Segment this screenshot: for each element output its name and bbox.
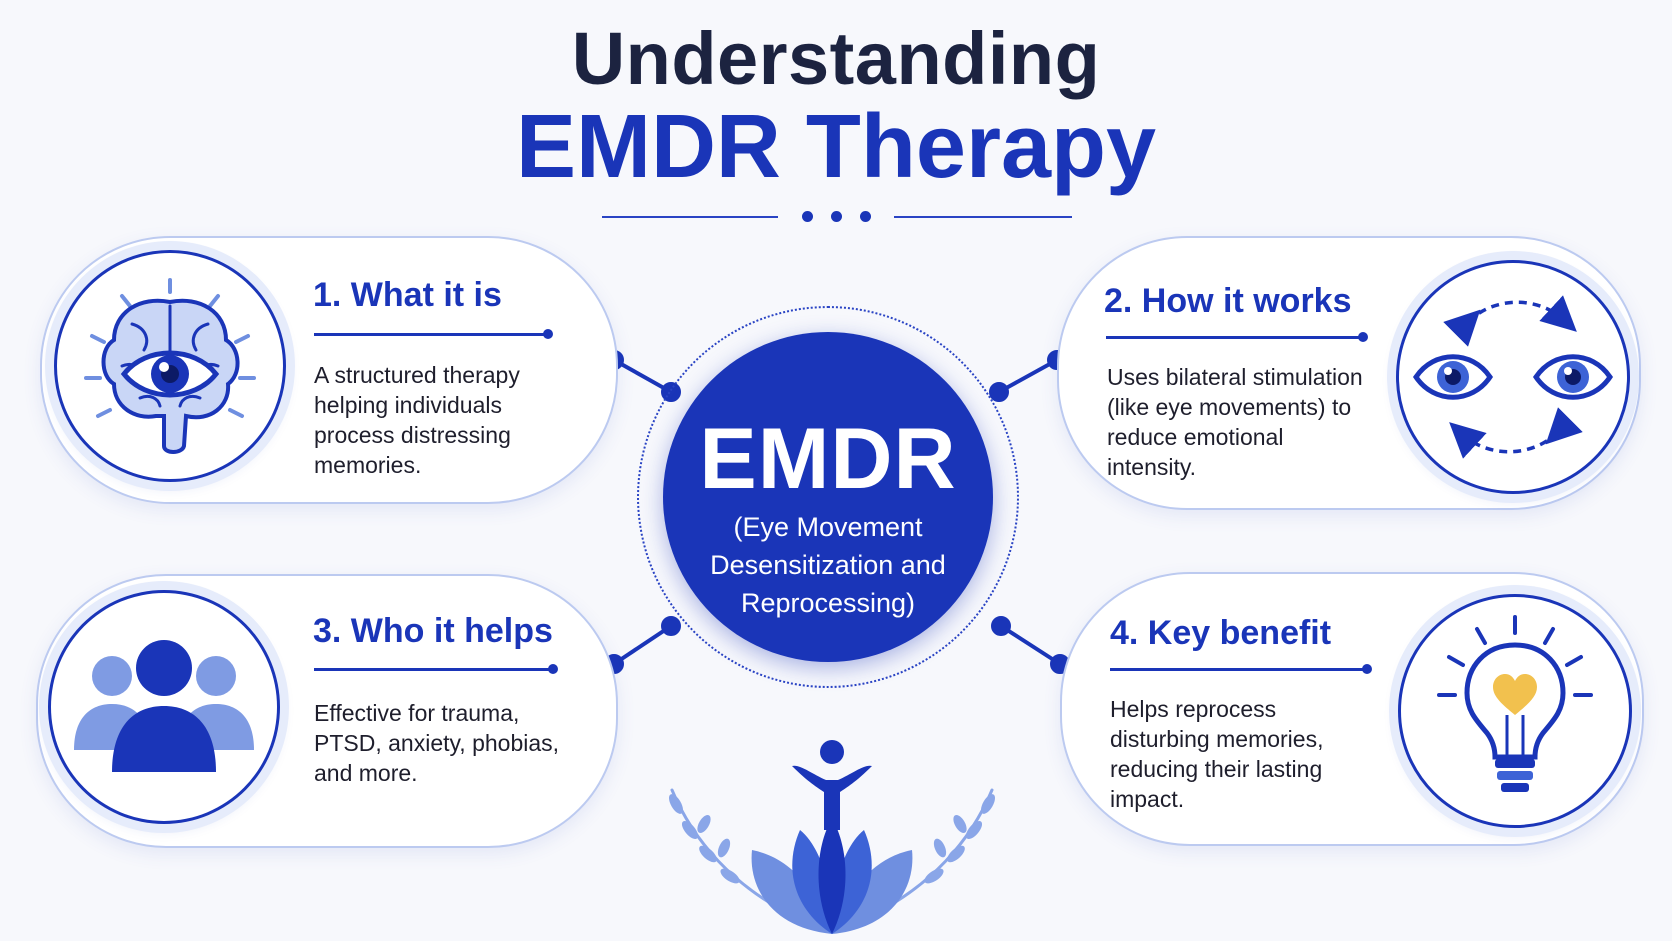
- card-4-rule-dot: [1362, 664, 1372, 674]
- card-4-icon-circle: [1398, 594, 1632, 828]
- card-2-rule: [1106, 336, 1362, 339]
- card-1-rule: [314, 333, 546, 336]
- card-3-rule-dot: [548, 664, 558, 674]
- title-divider-dot: [802, 211, 813, 222]
- card-2-title: 2. How it works: [1104, 282, 1352, 320]
- title-line-1: Understanding: [571, 17, 1101, 100]
- lotus-figure-icon: [669, 740, 995, 934]
- card-3-title: 3. Who it helps: [313, 612, 553, 650]
- card-3-rule: [314, 668, 550, 671]
- center-dotted-ring: [637, 306, 1019, 688]
- people-group-icon: [74, 640, 254, 772]
- card-2-icon-circle: [1396, 260, 1630, 494]
- card-3-icon-circle: [48, 590, 280, 824]
- title-divider-left: [602, 216, 778, 218]
- title-divider-dot: [860, 211, 871, 222]
- card-1-rule-dot: [543, 329, 553, 339]
- lightbulb-heart-icon: [1437, 615, 1593, 792]
- card-1-title: 1. What it is: [313, 276, 502, 314]
- center-subtitle: (Eye Movement Desensitization and Reproc…: [710, 512, 946, 618]
- brain-eye-icon: [84, 278, 256, 454]
- card-4-text: Helps reprocess disturbing memories, red…: [1110, 696, 1324, 812]
- center-title: EMDR: [699, 411, 957, 507]
- title-divider-right: [894, 216, 1072, 218]
- title-divider-dot: [831, 211, 842, 222]
- card-2-rule-dot: [1358, 332, 1368, 342]
- card-4-title: 4. Key benefit: [1110, 614, 1332, 652]
- card-3-text: Effective for trauma, PTSD, anxiety, pho…: [314, 700, 560, 786]
- card-1-icon-circle: [54, 250, 286, 482]
- card-1-text: A structured therapy helping individuals…: [314, 362, 520, 478]
- card-2-text: Uses bilateral stimulation (like eye mov…: [1107, 364, 1363, 480]
- bilateral-eyes-icon: [1412, 295, 1614, 459]
- title-line-2: EMDR Therapy: [515, 97, 1157, 197]
- center-disc: [663, 332, 993, 662]
- card-4-rule: [1110, 668, 1366, 671]
